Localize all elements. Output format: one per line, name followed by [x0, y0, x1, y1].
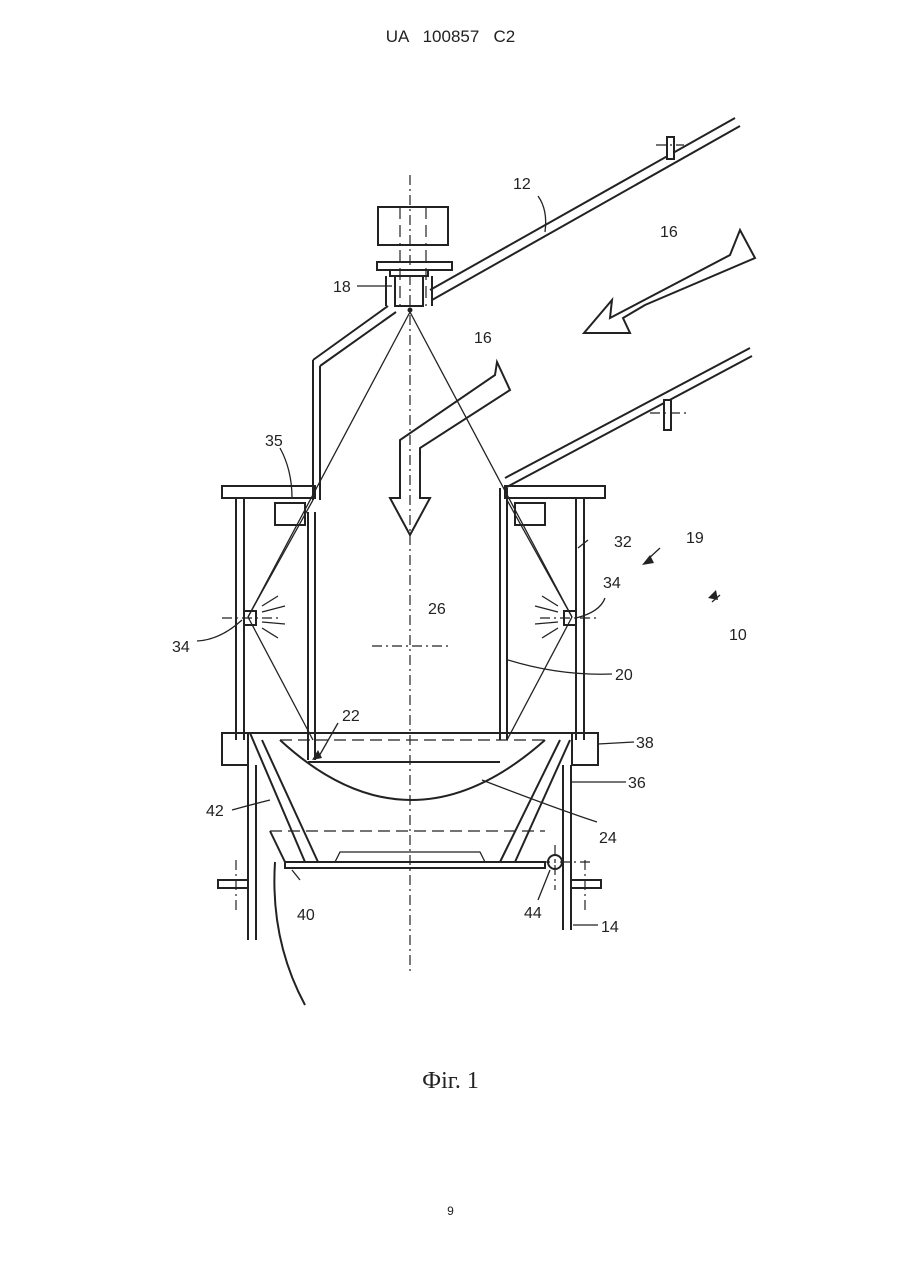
ref-24: 24: [599, 830, 617, 847]
ref-32: 32: [614, 534, 632, 551]
side-nozzles: [222, 596, 600, 638]
top-flange: [222, 486, 605, 525]
arrowhead-22: [312, 750, 322, 760]
ref-16-outer: 16: [660, 224, 678, 241]
leader-lines: [197, 196, 720, 925]
figure-caption: Фіг. 1: [0, 1068, 901, 1095]
inlet-duct: [313, 118, 752, 500]
ref-19: 19: [686, 530, 704, 547]
ref-12: 12: [513, 176, 531, 193]
flow-arrow-16: [584, 230, 755, 333]
arrowhead-10: [708, 590, 718, 600]
ref-36: 36: [628, 775, 646, 792]
ref-14: 14: [601, 919, 619, 936]
arrowhead-19: [642, 555, 654, 565]
page-number: 9: [0, 1204, 901, 1218]
ref-44: 44: [524, 905, 542, 922]
ref-34-left: 34: [172, 639, 190, 656]
ref-42: 42: [206, 803, 224, 820]
ref-22: 22: [342, 708, 360, 725]
ref-38: 38: [636, 735, 654, 752]
nozzle-assembly: [377, 207, 452, 313]
ref-40: 40: [297, 907, 315, 924]
ref-34-right: 34: [603, 575, 621, 592]
ref-20: 20: [615, 667, 633, 684]
ref-18: 18: [333, 279, 351, 296]
ref-35: 35: [265, 433, 283, 450]
ref-10: 10: [729, 627, 747, 644]
ref-26: 26: [428, 601, 446, 618]
ref-16-inner: 16: [474, 330, 492, 347]
